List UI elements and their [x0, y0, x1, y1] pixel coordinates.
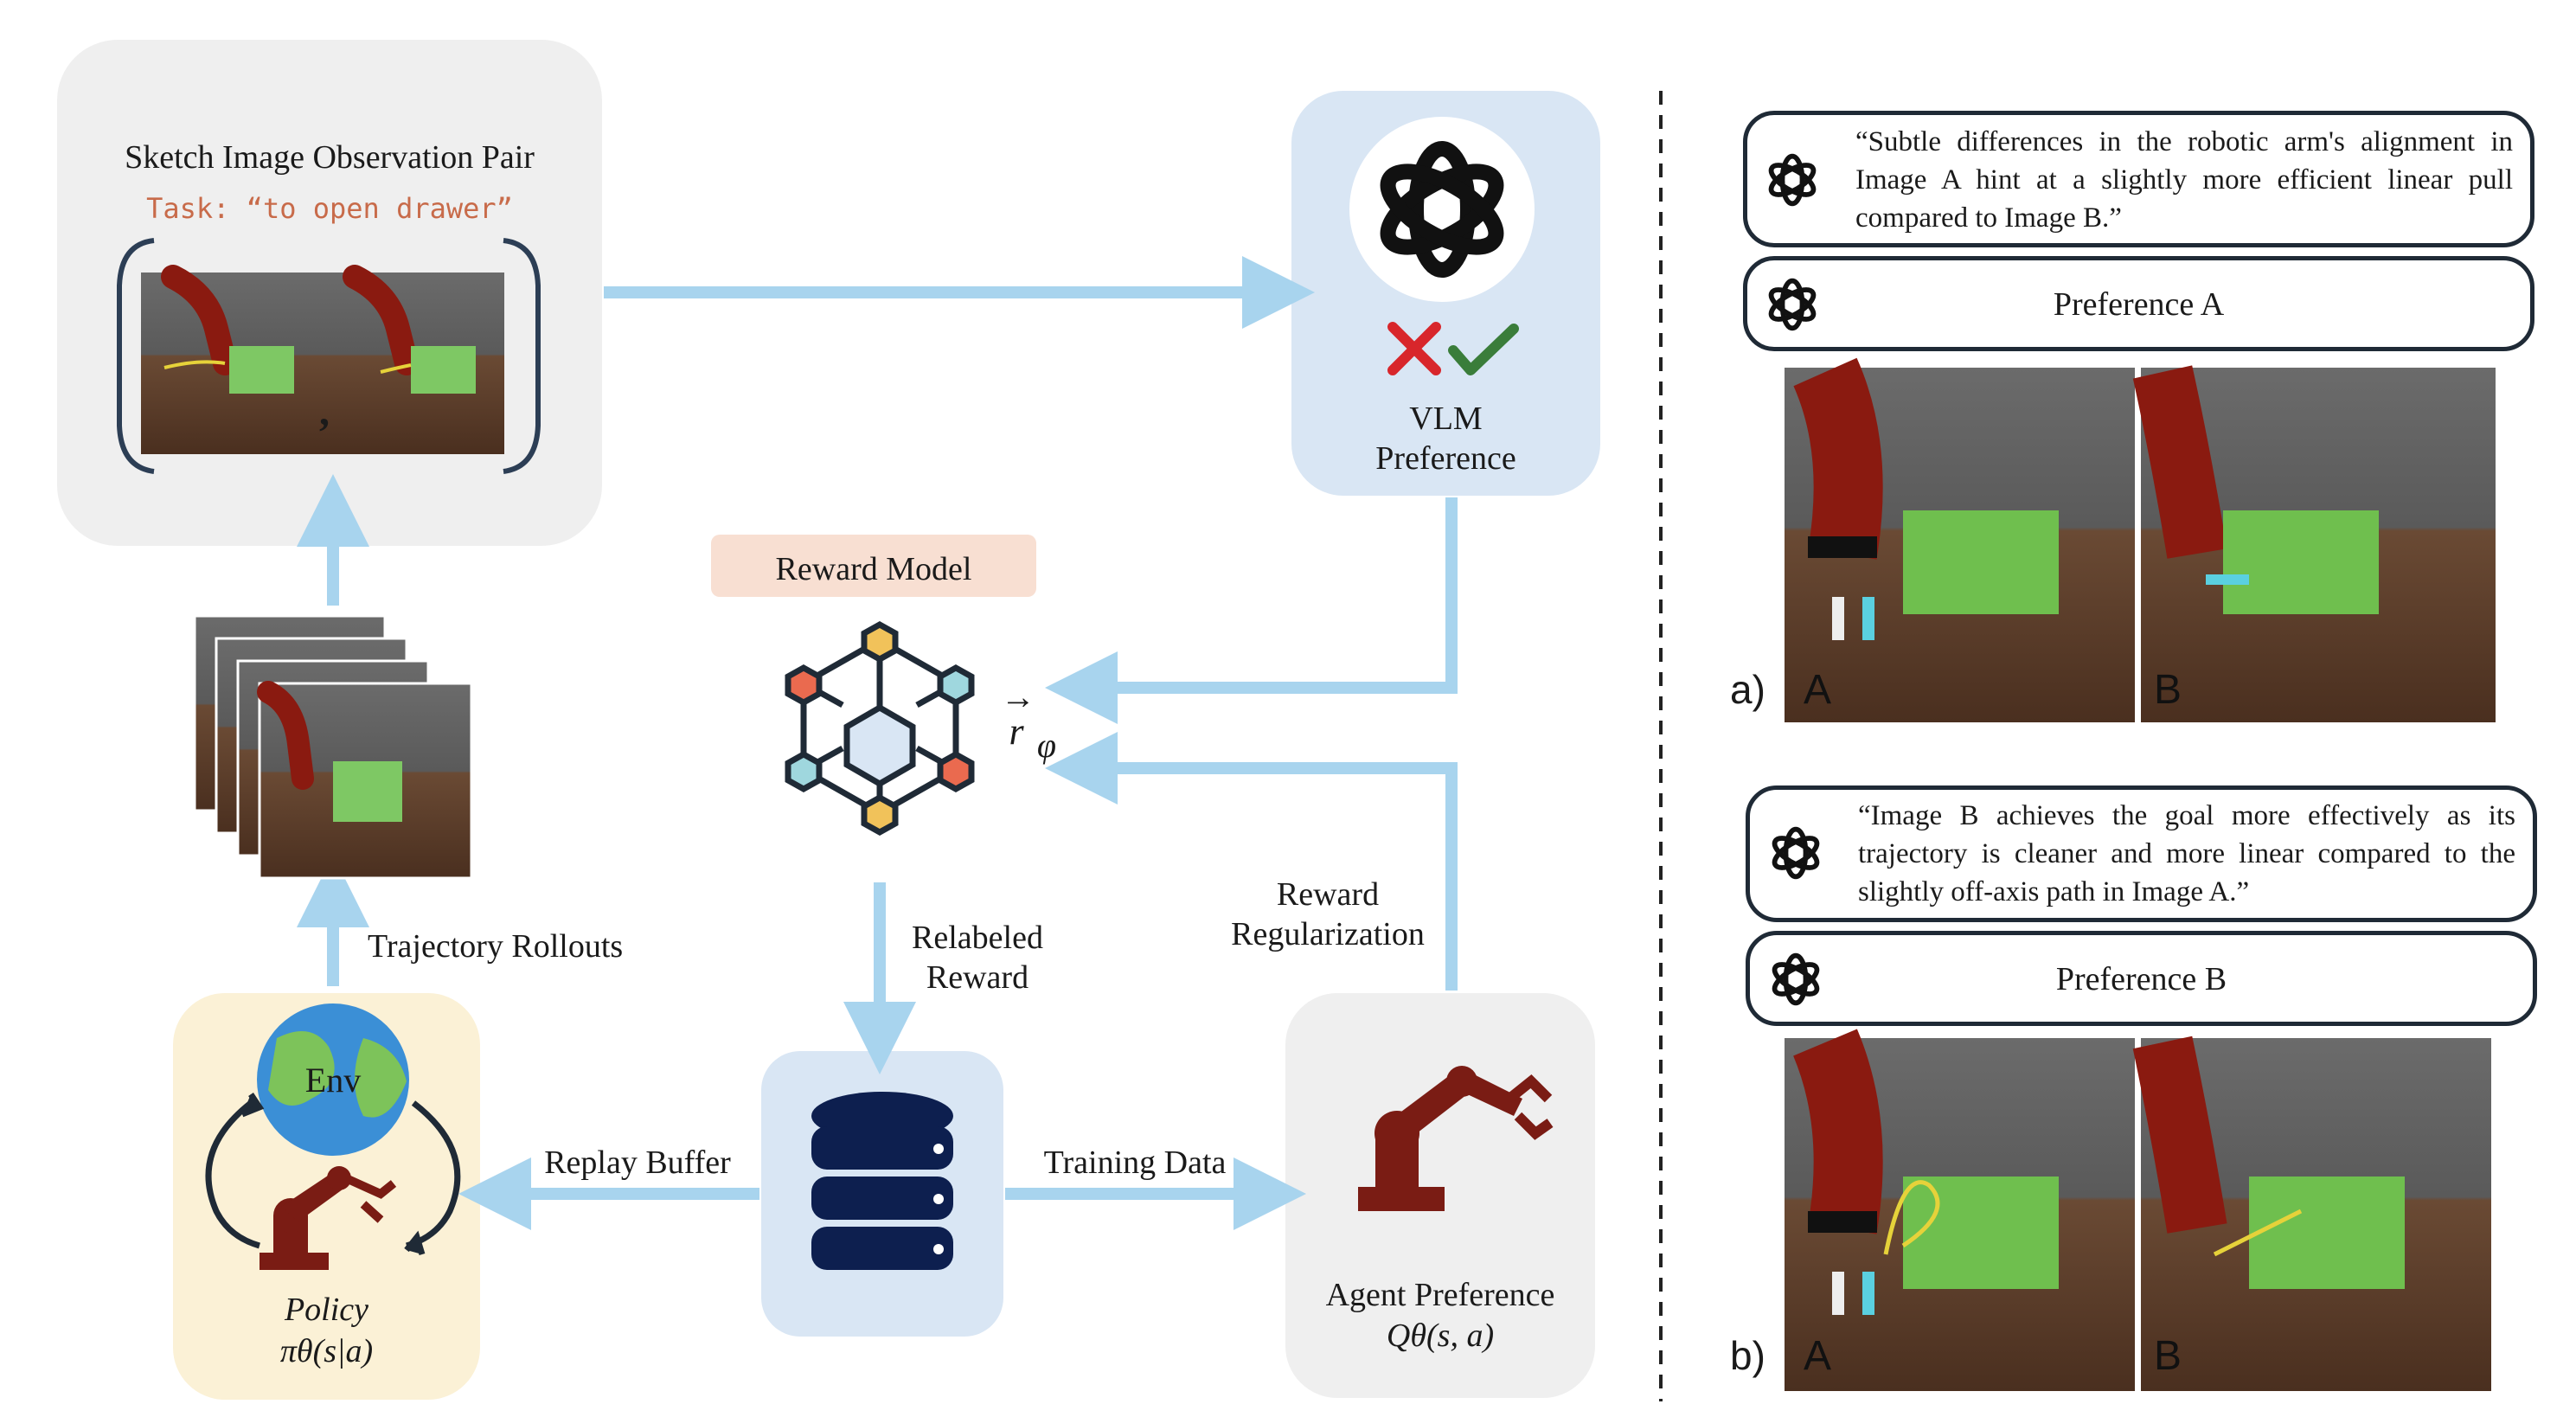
example-a-image-a: [1785, 357, 2135, 722]
robot-arm-icon: [1358, 1066, 1554, 1211]
policy-label: Policy: [284, 1292, 369, 1328]
check-icon: [1448, 324, 1519, 375]
reward-r-symbol: r: [1009, 710, 1024, 753]
relabeled-reward-line2: Reward: [926, 959, 1029, 996]
globe-icon: [257, 1003, 409, 1156]
replay-buffer-label: Replay Buffer: [544, 1144, 731, 1181]
example-a-quote: “Subtle differences in the robotic arm's…: [1855, 126, 2513, 234]
example-b-quote-box: [1746, 785, 2537, 922]
env-label: Env: [304, 1061, 362, 1100]
reward-network-icon: [785, 620, 975, 837]
flow-arrows: [297, 256, 1458, 1230]
example-a-tag: a): [1730, 667, 1765, 712]
arrow-vlm-to-reward: [1045, 497, 1458, 724]
example-a-image-b: [2132, 365, 2496, 722]
cycle-arrow-icon: [205, 1093, 461, 1256]
left-bracket: [117, 238, 155, 474]
sketch-box-title: Sketch Image Observation Pair: [125, 139, 535, 176]
reward-arrow-symbol: →: [1001, 677, 1035, 716]
reward-reg-line2: Regularization: [1231, 916, 1425, 952]
vlm-label-line1: VLM: [1409, 401, 1483, 437]
example-b-quote: “Image B achieves the goal more effectiv…: [1858, 800, 2515, 907]
example-a-quote-box: [1743, 111, 2534, 247]
example-b-preference-box: [1746, 931, 2537, 1026]
example-a-img-a-label: A: [1804, 667, 1832, 713]
right-bracket: [503, 238, 541, 474]
openai-logo-icon: [1380, 141, 1504, 278]
example-a-img-b-label: B: [2154, 667, 2182, 713]
database-icon: [811, 1092, 953, 1270]
agent-preference-label: Agent Preference: [1325, 1277, 1555, 1313]
example-a-preference: Preference A: [2053, 286, 2225, 323]
training-data-label: Training Data: [1043, 1144, 1227, 1181]
relabeled-reward-line1: Relabeled: [912, 920, 1043, 956]
cross-icon: [1387, 322, 1441, 375]
sketch-comma: ,: [319, 388, 330, 434]
trajectory-rollouts-label: Trajectory Rollouts: [368, 928, 624, 965]
sketch-image-2: [323, 265, 504, 454]
openai-logo-icon: [1772, 952, 1820, 1006]
sketch-task-label: Task: “to open drawer”: [146, 192, 513, 225]
trajectory-rollout-stack: [193, 614, 473, 880]
openai-logo-icon: [1772, 826, 1820, 880]
example-b-preference: Preference B: [2055, 961, 2227, 997]
example-b-img-a-label: A: [1804, 1333, 1832, 1379]
policy-formula: πθ(s|a): [279, 1333, 374, 1369]
example-b-img-b-label: B: [2154, 1333, 2182, 1379]
example-b-image-b: [2132, 1036, 2491, 1391]
openai-logo-icon: [1768, 278, 1817, 331]
example-b-tag: b): [1730, 1333, 1765, 1378]
sketch-image-1: [141, 265, 323, 454]
reward-reg-line1: Reward: [1276, 876, 1380, 913]
policy-robot-icon: [260, 1166, 397, 1270]
reward-phi-subscript: φ: [1036, 726, 1057, 765]
reward-model-label-bg: [711, 535, 1036, 597]
vlm-logo-circle: [1349, 117, 1535, 302]
openai-logo-icon: [1768, 153, 1817, 207]
example-b-image-a: [1785, 1029, 2135, 1391]
arrow-agent-to-reward: [1045, 732, 1458, 991]
example-a-preference-box: [1743, 256, 2534, 351]
agent-preference-formula: Qθ(s, a): [1386, 1318, 1495, 1354]
vlm-label-line2: Preference: [1375, 440, 1516, 477]
reward-model-label: Reward Model: [775, 551, 972, 587]
